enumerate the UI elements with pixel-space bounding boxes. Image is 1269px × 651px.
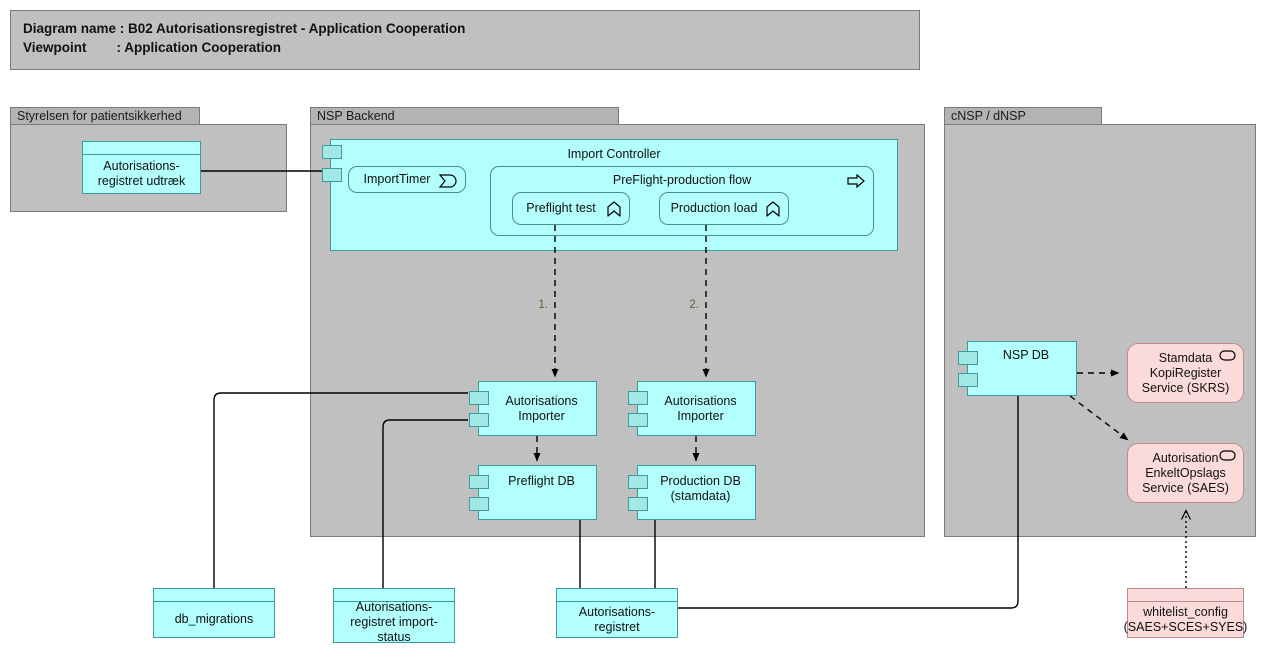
production-load-label: Production load [670,201,758,215]
component-label: Autorisations Importer [664,393,737,423]
application-component-import-controller[interactable]: Import Controller [330,139,898,251]
preflight-flow-label: PreFlight-production flow [612,173,752,187]
component-label: Autorisations Importer [505,393,578,423]
import-timer-label: ImportTimer [363,172,431,186]
diagram-title-box: Diagram name : B02 Autorisationsregistre… [10,10,920,70]
data-object-label: whitelist_config (SAES+SCES+SYES) [1123,604,1248,634]
data-object-band [83,142,200,155]
data-object-whitelist-config[interactable]: whitelist_config (SAES+SCES+SYES) [1123,588,1248,638]
application-function-icon [607,201,621,217]
component-port [958,351,978,365]
data-object-autorisationsregistret-import-status[interactable]: Autorisations- registret import- status [333,588,455,644]
component-port [628,497,648,511]
group-tab-nsp-backend: NSP Backend [310,107,619,125]
application-function-icon [766,201,780,217]
data-object-label: Autorisations- registret udtræk [97,159,186,188]
component-production-db[interactable]: Production DB (stamdata) [628,465,756,520]
application-event-icon [439,174,457,188]
component-port [628,391,648,405]
application-service-icon [1219,450,1236,461]
data-object-label: db_migrations [174,612,254,626]
component-port [322,145,342,159]
data-object-autorisationsregistret[interactable]: Autorisations- registret [556,588,678,638]
application-process-preflight-production-flow[interactable]: PreFlight-production flow [490,166,874,236]
component-port [628,413,648,427]
group-tab-styrelsen: Styrelsen for patientsikkerhed [10,107,200,125]
application-function-preflight-test[interactable]: Preflight test [512,192,630,225]
data-object-band [334,589,454,602]
component-label: NSP DB [1002,348,1050,362]
component-port [628,475,648,489]
data-object-band [557,589,677,602]
component-autorisations-importer-preflight[interactable]: Autorisations Importer [469,381,597,436]
application-service-label: Autorisation EnkeltOpslags Service (SAES… [1142,450,1229,495]
import-controller-label: Import Controller [567,147,661,161]
component-autorisations-importer-production[interactable]: Autorisations Importer [628,381,756,436]
data-object-band [154,589,274,602]
data-object-label: Autorisations- registret [578,604,656,634]
application-event-import-timer[interactable]: ImportTimer [348,166,466,193]
application-service-icon [1219,350,1236,361]
application-process-icon [847,174,865,188]
component-preflight-db[interactable]: Preflight DB [469,465,597,520]
component-nsp-db[interactable]: NSP DB [958,341,1077,396]
component-port [469,497,489,511]
application-service-skrs[interactable]: Stamdata KopiRegister Service (SKRS) [1127,343,1244,403]
diagram-name-line: Diagram name : B02 Autorisationsregistre… [23,21,466,36]
viewpoint-line: Viewpoint : Application Cooperation [23,40,282,55]
component-port [958,373,978,387]
group-tab-cnsp-dnsp: cNSP / dNSP [944,107,1102,125]
application-function-production-load[interactable]: Production load [659,192,789,225]
data-object-autorisationsregistret-udtraek[interactable]: Autorisations- registret udtræk [82,141,201,194]
application-service-saes[interactable]: Autorisation EnkeltOpslags Service (SAES… [1127,443,1244,503]
application-service-label: Stamdata KopiRegister Service (SKRS) [1141,350,1230,395]
component-port [322,168,342,182]
component-port [469,413,489,427]
data-object-label: Autorisations- registret import- status [350,599,438,644]
component-port [469,391,489,405]
preflight-test-label: Preflight test [526,201,596,215]
data-object-band [1128,589,1243,602]
component-label: Production DB (stamdata) [660,474,741,503]
component-port [469,475,489,489]
component-label: Preflight DB [508,474,575,488]
data-object-db-migrations[interactable]: db_migrations [153,588,275,638]
